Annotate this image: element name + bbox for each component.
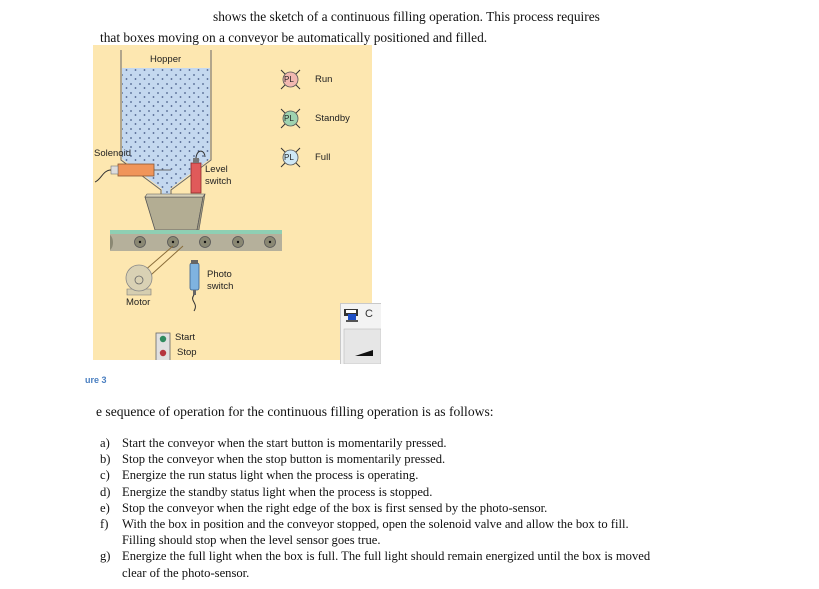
intro-line-1: shows the sketch of a continuous filling…	[213, 9, 600, 24]
stop-label: Stop	[177, 347, 197, 358]
list-item: g)Energize the full light when the box i…	[100, 549, 651, 580]
pilot-light-standby-icon	[280, 108, 301, 129]
sequence-intro: e sequence of operation for the continuo…	[96, 404, 494, 419]
level-switch-icon	[190, 150, 206, 194]
list-item: e)Stop the conveyor when the right edge …	[100, 500, 548, 515]
solenoid-label: Solenoid	[94, 148, 131, 159]
box-icon	[144, 193, 206, 231]
start-label: Start	[175, 332, 196, 343]
computer-window-icon	[343, 309, 382, 365]
motor-icon	[125, 245, 184, 296]
pl-full-symbol: PL	[284, 153, 294, 162]
list-item: b)Stop the conveyor when the stop button…	[100, 452, 446, 467]
full-label: Full	[315, 152, 331, 163]
hopper-label: Hopper	[150, 54, 182, 65]
motor-label: Motor	[126, 297, 151, 308]
pl-standby-symbol: PL	[284, 114, 294, 123]
start-stop-panel-icon	[155, 332, 171, 360]
photo-switch-icon	[189, 260, 200, 312]
list-item: f)With the box in position and the conve…	[100, 517, 629, 548]
solenoid-icon	[94, 163, 171, 183]
overlay-partial-text: C	[365, 308, 373, 320]
level-switch-label-1: Level	[205, 164, 228, 175]
sequence-list: a)Start the conveyor when the start butt…	[100, 435, 660, 581]
level-switch-label-2: switch	[205, 176, 232, 187]
run-label: Run	[315, 74, 333, 85]
pilot-light-full-icon	[280, 147, 301, 168]
filling-operation-figure: Hopper Solenoid Level switch Photo switc…	[93, 45, 372, 360]
photo-switch-label-1: Photo	[207, 269, 232, 280]
list-item: c)Energize the run status light when the…	[100, 468, 419, 483]
overlay-window-fragment[interactable]: C	[340, 303, 382, 365]
conveyor-icon	[110, 230, 282, 251]
pilot-light-run-icon	[280, 69, 301, 90]
figure-caption: ure 3	[85, 375, 107, 385]
process-sketch	[94, 50, 301, 360]
list-item: a)Start the conveyor when the start butt…	[100, 436, 447, 450]
list-item: d)Energize the standby status light when…	[100, 484, 433, 499]
photo-switch-label-2: switch	[207, 281, 234, 292]
pl-run-symbol: PL	[284, 75, 294, 84]
intro-line-2: that boxes moving on a conveyor be autom…	[100, 30, 488, 45]
standby-label: Standby	[315, 113, 350, 124]
